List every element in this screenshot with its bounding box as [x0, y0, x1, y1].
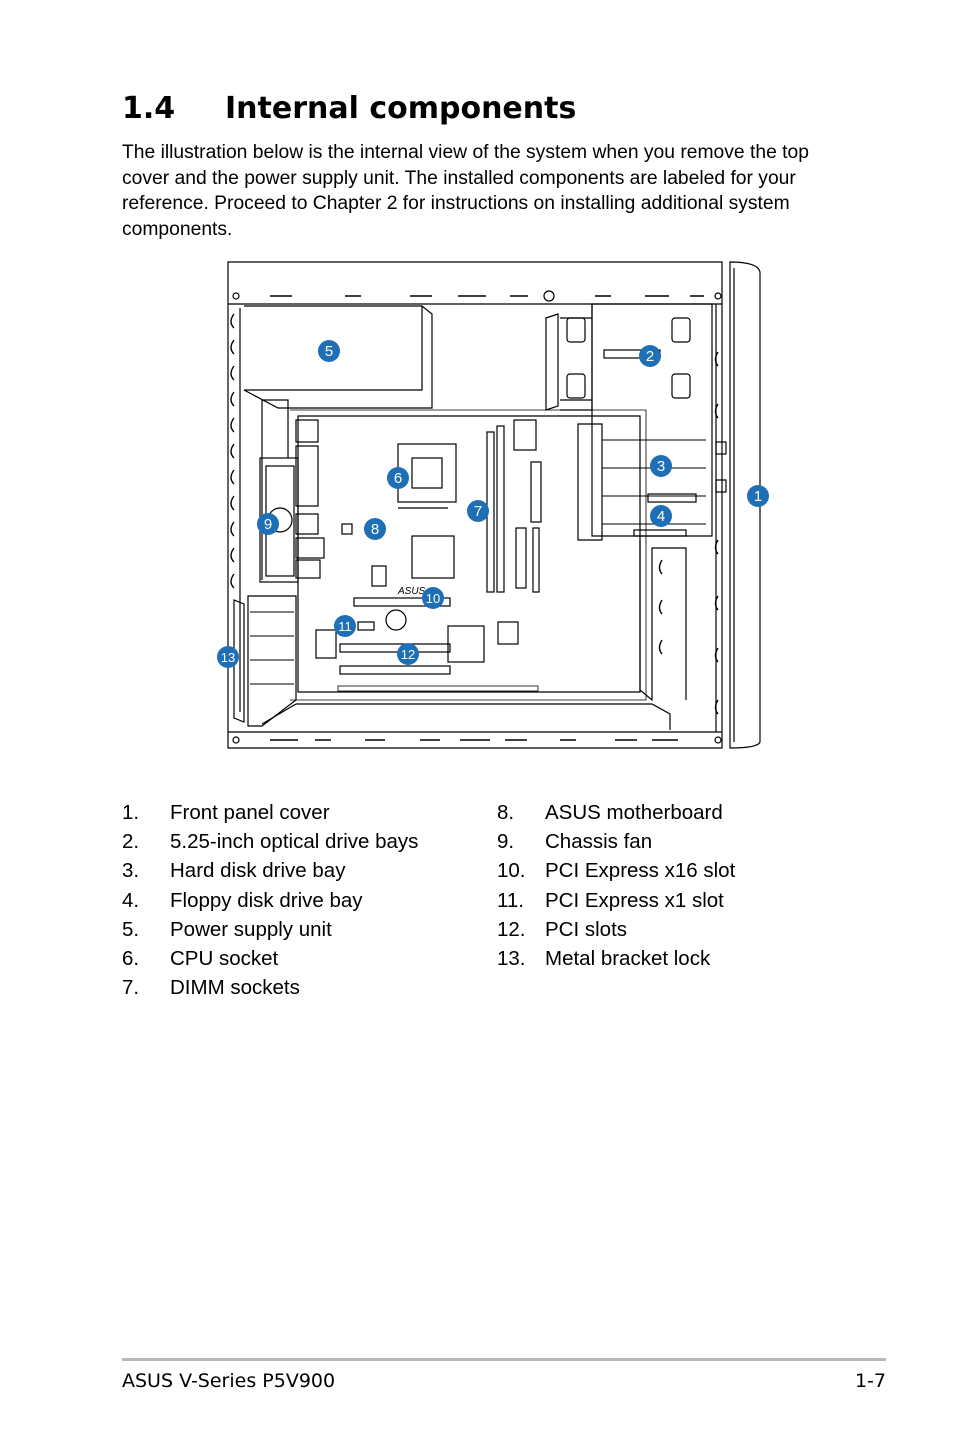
component-number: 3. [122, 859, 140, 883]
callout-circle [217, 646, 239, 668]
callout-11: 11 [334, 615, 356, 637]
component-item: 6. CPU socket [122, 944, 418, 973]
callout-number: 4 [657, 508, 665, 525]
component-item: 9. Chassis fan [497, 827, 735, 856]
callout-1: 1 [747, 485, 769, 507]
component-label: Metal bracket lock [545, 946, 711, 970]
callout-number: 1 [754, 488, 762, 505]
component-label: Chassis fan [545, 830, 653, 854]
callout-number: 10 [426, 591, 440, 606]
component-label: CPU socket [170, 946, 279, 970]
component-number: 13. [497, 946, 526, 970]
component-label: PCI slots [545, 917, 628, 941]
page-number: 1-7 [854, 1370, 886, 1392]
callout-10: 10 [422, 587, 444, 609]
callout-number: 2 [646, 348, 654, 365]
callout-number: 3 [657, 458, 665, 475]
callout-number: 5 [325, 343, 333, 360]
component-item: 4. Floppy disk drive bay [122, 886, 418, 915]
callout-circle [387, 467, 409, 489]
component-item: 5. Power supply unit [122, 915, 418, 944]
component-number: 12. [497, 917, 526, 941]
callout-number: 9 [264, 516, 272, 533]
component-label: Hard disk drive bay [170, 859, 346, 883]
callout-circle [650, 455, 672, 477]
callout-number: 13 [221, 650, 235, 665]
callout-number: 7 [474, 503, 482, 520]
component-item: 2. 5.25-inch optical drive bays [122, 827, 418, 856]
callout-circle [257, 513, 279, 535]
component-item: 11. PCI Express x1 slot [497, 886, 735, 915]
callout-number: 6 [394, 470, 402, 487]
component-item: 8. ASUS motherboard [497, 798, 735, 827]
component-item: 12. PCI slots [497, 915, 735, 944]
component-item: 7. DIMM sockets [122, 973, 418, 1002]
component-item: 13. Metal bracket lock [497, 944, 735, 973]
component-number: 4. [122, 888, 140, 912]
section-title: Internal components [225, 91, 577, 126]
component-number: 1. [122, 801, 140, 824]
component-number: 5. [122, 917, 140, 941]
callout-circle [467, 500, 489, 522]
callout-number: 8 [371, 521, 379, 538]
component-label: PCI Express x1 slot [545, 888, 724, 912]
component-label: Front panel cover [170, 801, 330, 824]
component-item: 10. PCI Express x16 slot [497, 856, 735, 885]
callout-circle [397, 643, 419, 665]
component-number: 9. [497, 830, 515, 854]
callout-number: 12 [401, 647, 415, 662]
component-number: 11. [497, 888, 524, 912]
board-logo: ASUS [397, 586, 426, 597]
component-label: Power supply unit [170, 917, 332, 941]
callout-circle [334, 615, 356, 637]
callout-circle [318, 340, 340, 362]
component-label: PCI Express x16 slot [545, 859, 736, 883]
footer-title: ASUS V-Series P5V900 [122, 1370, 336, 1392]
callout-5: 5 [318, 340, 340, 362]
component-item: 1. Front panel cover [122, 798, 418, 827]
callout-2: 2 [639, 345, 661, 367]
callout-3: 3 [650, 455, 672, 477]
component-number: 7. [122, 976, 140, 1000]
components-list-right: 8. ASUS motherboard 9. Chassis fan 10. PCI Ex… [497, 798, 735, 973]
component-number: 10. [497, 859, 526, 883]
callout-circle [639, 345, 661, 367]
components-list-left: 1. Front panel cover 2. 5.25-inch optical d… [122, 798, 418, 1002]
component-label: DIMM sockets [170, 976, 300, 1000]
component-number: 6. [122, 946, 140, 970]
intro-paragraph: The illustration below is the internal v… [122, 142, 809, 240]
callout-circle [364, 518, 386, 540]
component-label: Floppy disk drive bay [170, 888, 363, 912]
callout-4: 4 [650, 505, 672, 527]
callout-9: 9 [257, 513, 279, 535]
callout-6: 6 [387, 467, 409, 489]
callout-7: 7 [467, 500, 489, 522]
callout-circle [422, 587, 444, 609]
callout-8: 8 [364, 518, 386, 540]
component-item: 3. Hard disk drive bay [122, 856, 418, 885]
callout-13: 13 [217, 646, 239, 668]
section-heading: 1.4 Internal components [122, 86, 576, 132]
footer-divider [122, 1358, 886, 1361]
callout-circle [650, 505, 672, 527]
component-number: 2. [122, 830, 140, 854]
component-label: 5.25-inch optical drive bays [170, 830, 419, 854]
component-label: ASUS motherboard [545, 801, 723, 824]
section-number: 1.4 [122, 91, 176, 126]
callout-circle [747, 485, 769, 507]
callout-number: 11 [338, 619, 352, 634]
component-number: 8. [497, 801, 515, 824]
callout-12: 12 [397, 643, 419, 665]
